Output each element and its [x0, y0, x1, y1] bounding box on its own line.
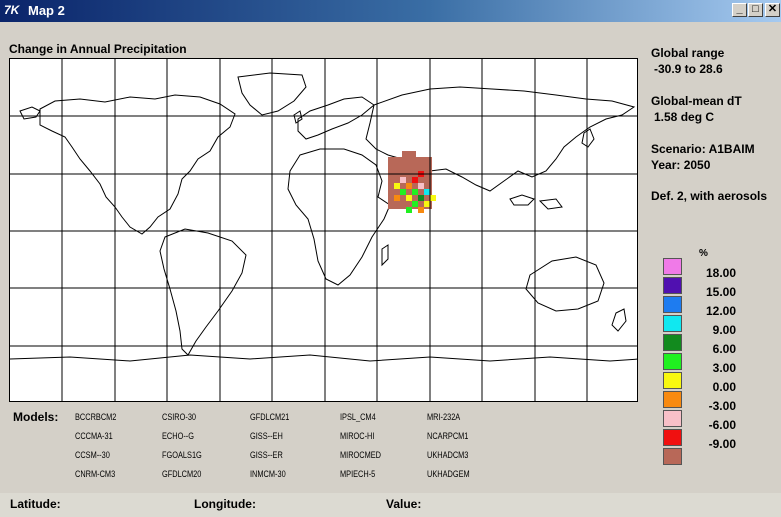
model-item[interactable]: GFDLCM20 — [162, 469, 202, 479]
map-title: Change in Annual Precipitation — [9, 42, 187, 56]
legend-label: -3.00 — [708, 399, 736, 413]
model-item[interactable]: FGOALS1G — [162, 450, 202, 460]
model-item[interactable]: MRI-232A — [427, 412, 461, 422]
legend-label: 15.00 — [705, 285, 736, 299]
maximize-button[interactable]: □ — [748, 3, 763, 17]
south-america-outline — [159, 228, 247, 356]
legend-swatch — [663, 277, 682, 294]
model-item[interactable]: GISS--EH — [250, 431, 283, 441]
model-item[interactable]: CNRM-CM3 — [75, 469, 116, 479]
legend-swatch — [663, 334, 682, 351]
global-range-label: Global range — [651, 46, 725, 60]
model-item[interactable]: UKHADGEM — [427, 469, 470, 479]
model-item[interactable]: BCCRBCM2 — [75, 412, 117, 422]
legend-swatch — [663, 296, 682, 313]
model-item[interactable]: IPSL_CM4 — [340, 412, 376, 422]
year-text: Year: 2050 — [651, 158, 711, 172]
model-item[interactable]: CSIRO-30 — [162, 412, 197, 422]
definition-text: Def. 2, with aerosols — [651, 189, 768, 203]
legend-label: -9.00 — [708, 437, 736, 451]
legend-label: 6.00 — [712, 342, 736, 356]
new-zealand-outline — [611, 308, 627, 332]
longitude-label: Longitude: — [194, 497, 256, 511]
model-item[interactable]: CCCMA-31 — [75, 431, 113, 441]
australia-outline — [525, 256, 605, 312]
precipitation-cells — [388, 151, 436, 213]
legend-label: 3.00 — [712, 361, 736, 375]
latitude-label: Latitude: — [10, 497, 61, 511]
global-mean-value: 1.58 deg C — [654, 110, 715, 124]
model-item[interactable]: MIROCMED — [340, 450, 381, 460]
global-range-value: -30.9 to 28.6 — [654, 62, 723, 76]
title-bar[interactable]: 7K Map 2 _ □ ✕ — [0, 0, 781, 22]
legend-swatch — [663, 429, 682, 446]
world-map[interactable] — [9, 58, 638, 402]
legend-label: -6.00 — [708, 418, 736, 432]
legend-swatch — [663, 410, 682, 427]
models-label: Models: — [13, 410, 59, 424]
minimize-button[interactable]: _ — [732, 3, 747, 17]
model-item[interactable]: INMCM-30 — [250, 469, 286, 479]
north-america-outline — [39, 94, 236, 235]
app-icon: 7K — [4, 3, 20, 17]
japan-outline — [581, 128, 595, 148]
model-item[interactable]: NCARPCM1 — [427, 431, 469, 441]
europe-outline — [297, 96, 375, 140]
antarctica-outline — [10, 354, 637, 362]
legend-label: 18.00 — [705, 266, 736, 280]
scenario-text: Scenario: A1BAIM — [651, 142, 755, 156]
map-gridlines — [10, 59, 637, 401]
legend-swatch — [663, 353, 682, 370]
alaska-outline — [19, 106, 41, 120]
africa-outline — [287, 148, 391, 286]
world-map-canvas[interactable] — [10, 59, 638, 402]
model-item[interactable]: MPIECH-5 — [340, 469, 376, 479]
model-item[interactable]: CCSM--30 — [75, 450, 110, 460]
legend-swatch — [663, 372, 682, 389]
model-item[interactable]: ECHO--G — [162, 431, 194, 441]
greenland-outline — [237, 72, 307, 116]
southeast-asia-islands-outline — [509, 194, 563, 210]
legend-color-scale — [663, 258, 682, 467]
legend-swatch — [663, 391, 682, 408]
global-mean-label: Global-mean dT — [651, 94, 742, 108]
legend-label: 12.00 — [705, 304, 736, 318]
legend-labels: 18.00 15.00 12.00 9.00 6.00 3.00 0.00 -3.00 -6.0… — [695, 264, 736, 454]
legend-swatch — [663, 448, 682, 465]
madagascar-outline — [381, 244, 389, 267]
status-bar: Latitude: Longitude: Value: — [0, 493, 781, 517]
model-item[interactable]: GFDLCM21 — [250, 412, 290, 422]
legend-swatch — [663, 315, 682, 332]
model-item[interactable]: GISS--ER — [250, 450, 283, 460]
british-isles-outline — [293, 110, 303, 124]
model-item[interactable]: MIROC-HI — [340, 431, 375, 441]
window-title: Map 2 — [28, 3, 65, 18]
legend-label: 0.00 — [712, 380, 736, 394]
value-label: Value: — [386, 497, 422, 511]
model-item[interactable]: UKHADCM3 — [427, 450, 469, 460]
close-button[interactable]: ✕ — [765, 3, 780, 17]
legend-label: 9.00 — [712, 323, 736, 337]
legend-swatch — [663, 258, 682, 275]
legend-unit: % — [699, 248, 708, 259]
